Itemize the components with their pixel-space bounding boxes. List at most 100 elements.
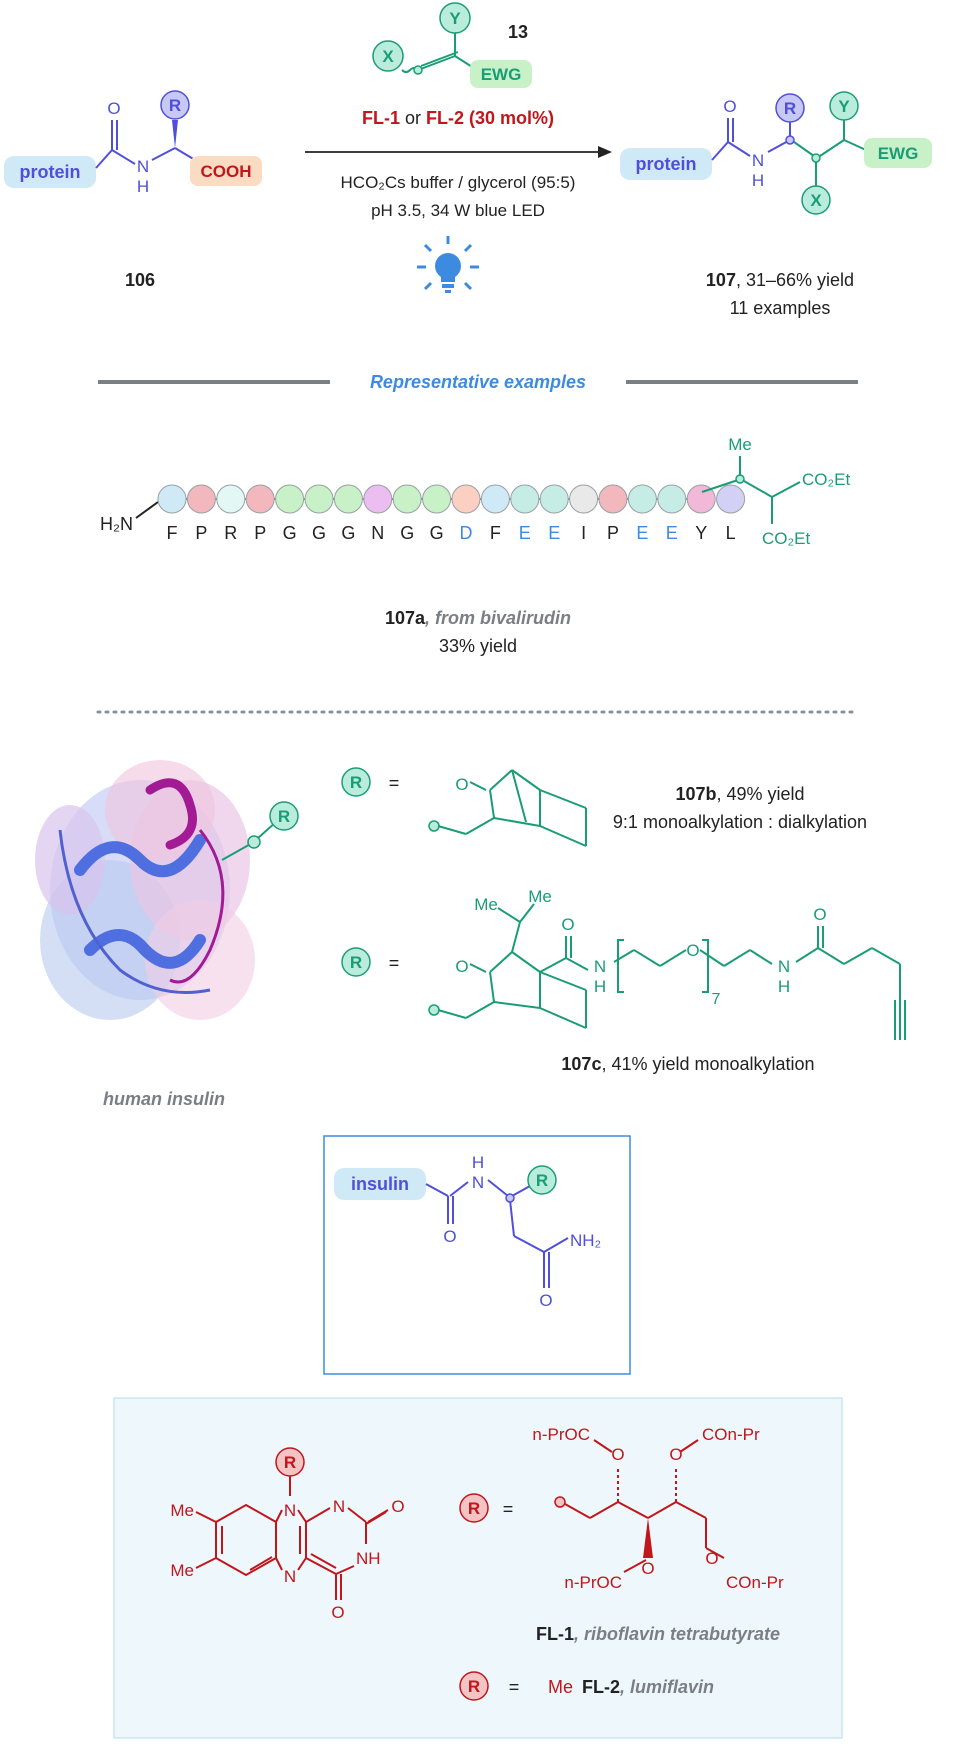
ex-c-h2: H	[778, 977, 790, 996]
residue-bead	[333, 484, 363, 514]
ex-c-me2: Me	[528, 887, 552, 906]
residue-letter: G	[341, 523, 355, 543]
me-label: Me	[728, 435, 752, 454]
ex-b-eq: =	[389, 773, 400, 793]
flavin-o4: O	[331, 1603, 344, 1622]
residue-bead	[716, 484, 746, 514]
residue-bead	[245, 484, 275, 514]
residue-bead	[186, 484, 216, 514]
residue-letter: Y	[695, 523, 707, 543]
residue-letter: P	[607, 523, 619, 543]
flavin-nh: NH	[356, 1549, 381, 1568]
fl1-ester2: COn-Pr	[702, 1425, 760, 1444]
insulin-pill	[334, 1168, 426, 1200]
residue-bead	[304, 484, 334, 514]
residue-letter: L	[726, 523, 736, 543]
co2et-top: CO₂Et	[802, 470, 850, 489]
insulin-r: R	[278, 807, 290, 826]
insulin-protein-image: R	[35, 760, 299, 1020]
box-n: N	[472, 1173, 484, 1192]
flavin-panel: R	[113, 1397, 843, 1739]
conditions-line-1: HCO₂Cs buffer / glycerol (95:5)	[341, 173, 576, 192]
pr-n: N	[752, 151, 764, 170]
residue-letter: P	[195, 523, 207, 543]
ex-c-oxygen-ketone: O	[455, 957, 468, 976]
flavin-r: R	[284, 1453, 296, 1472]
catalyst-text: FL-1 or FL-2 (30 mol%)	[362, 108, 554, 128]
pr-y: Y	[838, 97, 850, 116]
ex-c-yield-line: 107c, 41% yield monoalkylation	[561, 1054, 814, 1074]
reagent-13: Y X EWG 13	[372, 2, 532, 88]
asn-box-frame	[323, 1135, 631, 1375]
fl1-ester1: n-PrOC	[532, 1425, 590, 1444]
pr-examples: 11 examples	[730, 298, 831, 318]
lightbulb-icon	[417, 236, 479, 293]
asn-box: insulin R H N O O NH₂	[323, 1135, 631, 1375]
pr-ewg-pill	[864, 138, 932, 168]
pr-protein-label: protein	[636, 154, 697, 174]
residue-bead	[216, 484, 246, 514]
conditions-line-2: pH 3.5, 34 W blue LED	[371, 201, 545, 220]
ex-b-yield-line: 107b, 49% yield	[675, 784, 804, 804]
residue-bead	[539, 484, 569, 514]
flavin-me1: Me	[170, 1501, 194, 1520]
ex-b-oxygen: O	[455, 775, 468, 794]
residue-letter: N	[371, 523, 384, 543]
x-circle	[372, 40, 404, 72]
residue-bead	[598, 484, 628, 514]
residue-letter: E	[636, 523, 648, 543]
residue-bead	[392, 484, 422, 514]
pr-carbonyl-o: O	[723, 97, 736, 116]
ex-c-n2: N	[778, 957, 790, 976]
residue-bead	[657, 484, 687, 514]
pr-r: R	[784, 99, 796, 118]
human-insulin-caption: human insulin	[103, 1089, 225, 1109]
residue-letter: P	[254, 523, 266, 543]
reaction-section: Y X EWG 13 FL-1 or FL-2 (30 mol%) HCO₂Cs…	[4, 2, 932, 318]
cooh-pill	[190, 156, 262, 186]
residue-bead	[627, 484, 657, 514]
x-label: X	[382, 47, 394, 66]
representative-header: Representative examples	[98, 372, 858, 392]
y-label: Y	[449, 9, 461, 28]
residue-letter: E	[548, 523, 560, 543]
residue-letter: E	[666, 523, 678, 543]
ex-c-r: R	[350, 953, 362, 972]
residue-letter: E	[519, 523, 531, 543]
insulin-label: insulin	[351, 1174, 409, 1194]
ex-c-n1: N	[594, 957, 606, 976]
pr-ewg: EWG	[878, 144, 919, 163]
fl1-eq: =	[503, 1499, 514, 1519]
ewg-label: EWG	[481, 65, 522, 84]
h2n-label: H₂N	[100, 514, 133, 534]
box-o1: O	[443, 1227, 456, 1246]
ex-c-repeat: 7	[712, 991, 721, 1008]
starting-material-106: protein O N H R COOH 106	[4, 90, 262, 290]
ex-c-oxygen-amide1: O	[561, 915, 574, 934]
example-107c: R =	[341, 887, 906, 1074]
residue-bead	[686, 484, 716, 514]
ex-c-oxygen-peg: O	[686, 941, 699, 960]
product-107: protein O N H R X Y EWG 107, 31–6	[620, 91, 932, 318]
sm-h: H	[137, 177, 149, 196]
box-nh2: NH₂	[570, 1231, 601, 1250]
sm-protein-label: protein	[20, 162, 81, 182]
fl1-structure: R = O O O O n-PrOC COn	[459, 1425, 784, 1644]
sm-r: R	[169, 96, 181, 115]
fl1-o-b: O	[669, 1445, 682, 1464]
residue-bead	[451, 484, 481, 514]
residue-letter: G	[400, 523, 414, 543]
residue-letter: F	[167, 523, 178, 543]
flavin-o2: O	[391, 1497, 404, 1516]
sm-carbonyl-o: O	[107, 99, 120, 118]
co2et-bottom: CO₂Et	[762, 529, 810, 548]
pr-number-line: 107, 31–66% yield	[706, 270, 854, 290]
ewg-pill	[470, 60, 532, 88]
flavin-n1: N	[333, 1497, 345, 1516]
reagent-number: 13	[508, 22, 528, 42]
residue-bead	[480, 484, 510, 514]
representative-heading: Representative examples	[370, 372, 586, 392]
